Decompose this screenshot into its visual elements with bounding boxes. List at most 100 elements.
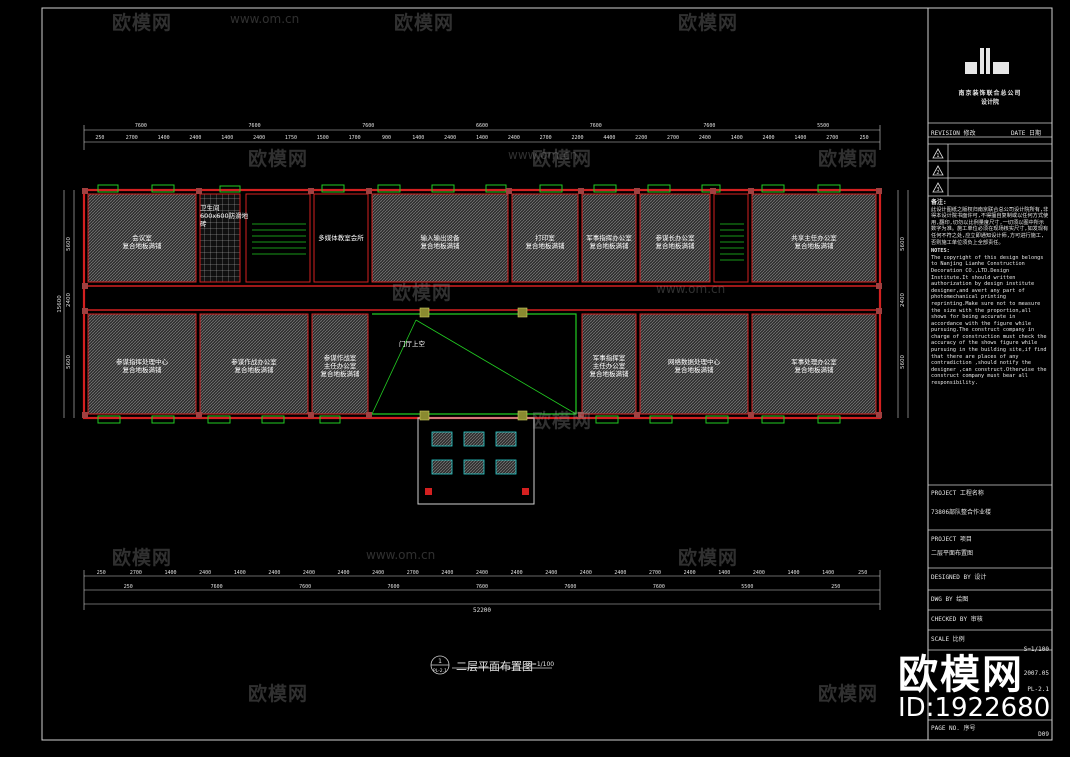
date-value-row: 2007.05 [928,668,1052,679]
page-row: PAGE NO. 序号 [928,721,1052,734]
notes-title: 备注: [931,199,947,206]
drawing-title: 二层平面布置图 [456,660,533,673]
revision-header: REVISION 修改 [931,130,976,137]
bottom-dim-minor-11: 2400 [441,570,453,576]
designed-label: DESIGNED BY 设计 [931,574,987,581]
room-label-top-5: 军事指挥办公室 复合地板满铺 [586,234,632,250]
bottom-dim-minor-23: 250 [858,570,867,576]
room-label-top-3: 输入输出设备 复合地板满铺 [420,234,460,250]
scale-row: SCALE 比例 [928,632,1052,645]
notes-chinese: 此设计图纸之版权归南京联合总公司设计院所有,非得本设计院书面许可,不得擅自复制或… [931,206,1049,246]
stairs [252,223,744,261]
revision-2: 2 [936,170,939,176]
callout-sheet: PL-2.1 [433,668,447,674]
left-dim-3: 5600 [66,355,72,369]
notes-english-title: NOTES: [931,248,950,255]
bottom-dim-minor-20: 2400 [753,570,765,576]
top-dim-minor-11: 1400 [412,135,424,141]
room-label-bottom-6: 军事处理办公室 复合地板满铺 [791,358,837,374]
top-dim-minor-5: 1400 [221,135,233,141]
room-label-top-1: 会议室 复合地板满铺 [122,234,162,250]
bottom-dim-minor-13: 2400 [511,570,523,576]
bottom-dim-minor-17: 2700 [649,570,661,576]
entrance-canopy [417,417,535,505]
top-dim-minor-2: 2700 [126,135,138,141]
callout-number: 1 [438,658,442,665]
top-dim-minor-10: 900 [382,135,391,141]
date-header: DATE 日期 [1010,130,1041,137]
top-dim-minor-15: 2700 [540,135,552,141]
room-label-bottom-4: 军事指挥室 主任办公室 复合地板满铺 [589,354,629,378]
checked-label: CHECKED BY 审核 [931,616,983,623]
top-dim-minor-6: 2400 [253,135,265,141]
company-logo [965,48,1009,74]
number-value-row: PL-2.1 [928,684,1052,695]
windows [97,184,841,424]
columns [82,188,882,418]
company-name-row: 南京装饰联合总公司 设计院 [928,86,1052,108]
room-label-top-7: 共享主任办公室 复合地板满铺 [791,234,837,250]
top-dim-major-2: 7600 [249,123,261,129]
notes-english: The copyright of this design belongs to … [931,254,1047,387]
bottom-dim-major-1: 250 [124,584,133,590]
drawn-row: DWG BY 绘图 [928,592,1052,605]
bottom-dim-major-9: 250 [831,584,840,590]
toilet-label: 卫生间 600x600防滑地砖 [200,204,249,228]
bottom-dim-minor-9: 2400 [372,570,384,576]
right-dimensions [897,190,909,418]
bottom-dim-minor-18: 2400 [684,570,696,576]
top-dim-major-4: 6600 [476,123,488,129]
top-dim-minor-4: 2400 [189,135,201,141]
top-dim-minor-13: 1400 [476,135,488,141]
title-block: 南京装饰联合总公司 设计院 REVISION 修改 DATE 日期 备注: 此设… [928,0,1052,740]
corridor-columns [419,307,528,421]
project-row: PROJECT 工程名称 73806部队整合作业楼 [928,486,1052,518]
top-dim-minor-14: 2400 [508,135,520,141]
top-dim-minor-23: 1400 [794,135,806,141]
bottom-dim-minor-7: 2400 [303,570,315,576]
revision-triangles [932,148,944,193]
left-dim-2: 2400 [66,293,72,307]
room-label-top-4: 打印室 复合地板满铺 [525,234,565,250]
room-label-bottom-5: 网络数据处理中心 复合地板满铺 [668,358,720,374]
top-dimensions [83,125,881,150]
lobby-void [371,313,577,415]
sheet-border [41,7,1053,741]
right-dim-1: 5600 [900,237,906,251]
bottom-dim-minor-10: 2700 [407,570,419,576]
top-dim-minor-3: 1400 [158,135,170,141]
checked-row: CHECKED BY 审核 [928,612,1052,625]
bottom-dim-minor-12: 2400 [476,570,488,576]
watermark-large-brand: 欧模网 [898,652,1024,698]
room-label-bottom-1: 参谋指挥处理中心 复合地板满铺 [116,358,168,374]
top-dim-minor-21: 1400 [731,135,743,141]
revision-header-row: REVISION 修改 DATE 日期 [928,126,1052,139]
top-dim-minor-24: 2700 [826,135,838,141]
top-dim-minor-9: 1700 [349,135,361,141]
number-value: PL-2.1 [1027,686,1049,693]
top-dim-minor-16: 2200 [571,135,583,141]
top-dim-major-7: 5500 [817,123,829,129]
bottom-room-areas [87,313,877,415]
top-dim-minor-7: 1750 [285,135,297,141]
bottom-dim-minor-1: 250 [97,570,106,576]
room-label-top-6: 参谋长办公室 复合地板满铺 [655,234,695,250]
left-dimensions [63,190,75,418]
revision-1: 1 [936,153,939,159]
bottom-dim-minor-15: 2400 [580,570,592,576]
top-dim-minor-20: 2400 [699,135,711,141]
top-dim-major-3: 7600 [362,123,374,129]
bottom-dim-major-4: 7600 [388,584,400,590]
top-room-areas [87,193,877,283]
top-dim-minor-18: 2200 [635,135,647,141]
bottom-dim-minor-14: 2400 [545,570,557,576]
designed-row: DESIGNED BY 设计 [928,570,1052,583]
scale-label: SCALE 比例 [931,636,965,643]
bottom-dim-major-2: 7600 [211,584,223,590]
room-label-bottom-2: 参谋作战办公室 复合地板满铺 [231,358,277,374]
project2-row: PROJECT 项目 二层平面布置图 [928,532,1052,559]
